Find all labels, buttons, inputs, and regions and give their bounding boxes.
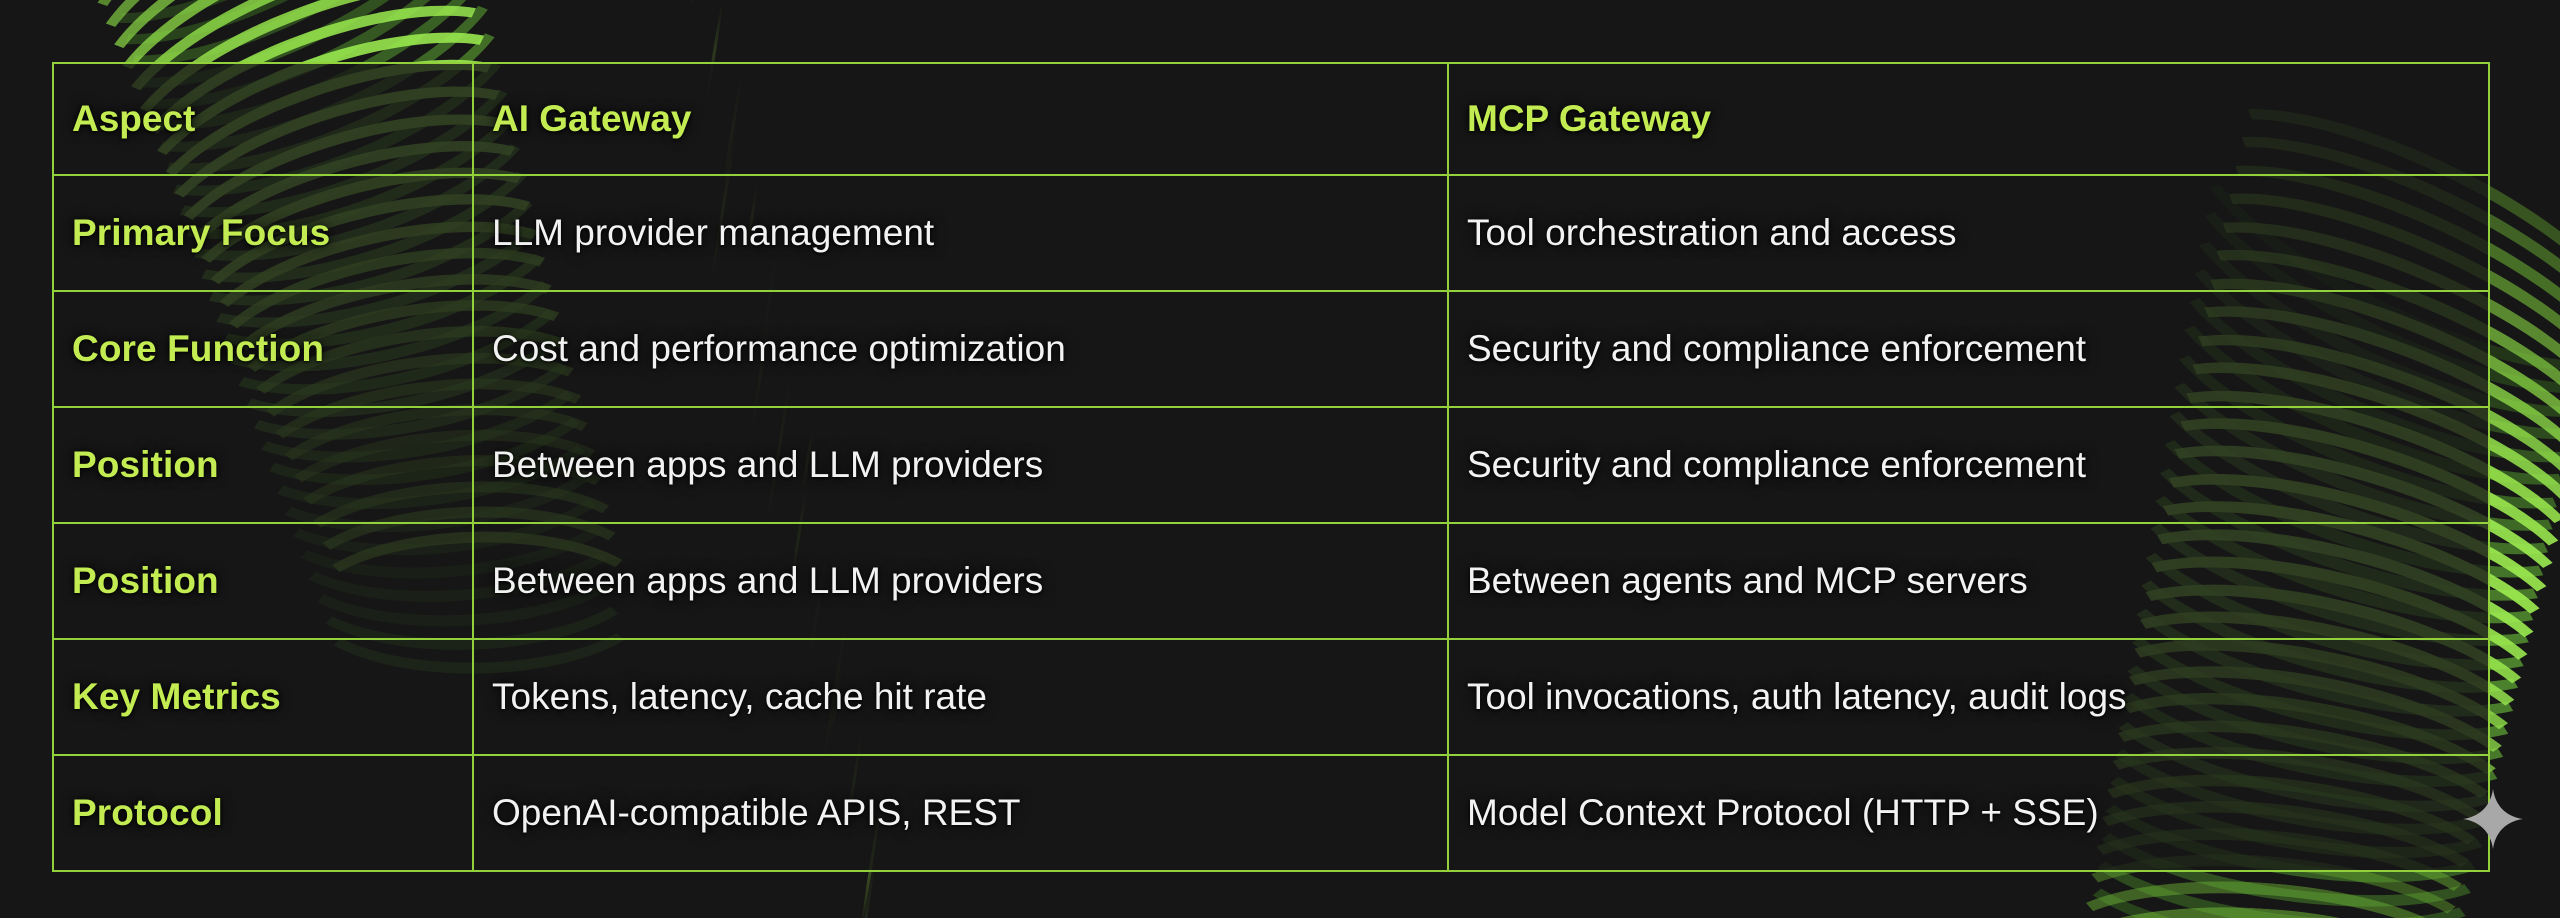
cell-mcp-gateway: Tool orchestration and access — [1447, 174, 2490, 292]
table-row: Position Between apps and LLM providers … — [52, 522, 2490, 640]
cell-ai-gateway: Between apps and LLM providers — [472, 406, 1449, 524]
table-row: Core Function Cost and performance optim… — [52, 290, 2490, 408]
four-point-sparkle-icon — [2462, 788, 2524, 850]
cell-mcp-gateway: Between agents and MCP servers — [1447, 522, 2490, 640]
cell-mcp-gateway: Tool invocations, auth latency, audit lo… — [1447, 638, 2490, 756]
column-header-ai-gateway: AI Gateway — [472, 62, 1449, 176]
comparison-table: Aspect AI Gateway MCP Gateway Primary Fo… — [52, 62, 2490, 872]
table-row: Position Between apps and LLM providers … — [52, 406, 2490, 524]
cell-ai-gateway: Tokens, latency, cache hit rate — [472, 638, 1449, 756]
column-header-mcp-gateway: MCP Gateway — [1447, 62, 2490, 176]
row-label: Core Function — [52, 290, 474, 408]
table-row: Key Metrics Tokens, latency, cache hit r… — [52, 638, 2490, 756]
cell-ai-gateway: Between apps and LLM providers — [472, 522, 1449, 640]
table-row: Protocol OpenAI-compatible APIS, REST Mo… — [52, 754, 2490, 872]
row-label: Key Metrics — [52, 638, 474, 756]
cell-mcp-gateway: Security and compliance enforcement — [1447, 290, 2490, 408]
cell-mcp-gateway: Model Context Protocol (HTTP + SSE) — [1447, 754, 2490, 872]
row-label: Protocol — [52, 754, 474, 872]
cell-ai-gateway: OpenAI-compatible APIS, REST — [472, 754, 1449, 872]
cell-mcp-gateway: Security and compliance enforcement — [1447, 406, 2490, 524]
table-header-row: Aspect AI Gateway MCP Gateway — [52, 62, 2490, 176]
cell-ai-gateway: Cost and performance optimization — [472, 290, 1449, 408]
row-label: Position — [52, 522, 474, 640]
row-label: Primary Focus — [52, 174, 474, 292]
cell-ai-gateway: LLM provider management — [472, 174, 1449, 292]
row-label: Position — [52, 406, 474, 524]
comparison-table-wrapper: Aspect AI Gateway MCP Gateway Primary Fo… — [52, 62, 2490, 872]
column-header-aspect: Aspect — [52, 62, 474, 176]
table-row: Primary Focus LLM provider management To… — [52, 174, 2490, 292]
